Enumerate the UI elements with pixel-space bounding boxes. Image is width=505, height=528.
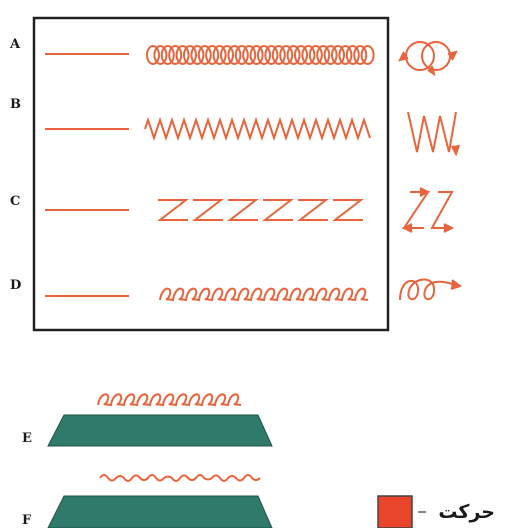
open-loops-pattern xyxy=(159,287,369,302)
board-e xyxy=(47,414,273,447)
board-f-wave-pattern xyxy=(99,474,261,482)
board-f xyxy=(47,495,273,528)
row-label-c: C xyxy=(10,194,20,209)
board-f-wave-line xyxy=(99,474,261,482)
z-motion-icon xyxy=(401,187,455,233)
row-label-e: E xyxy=(22,431,32,446)
patterns-frame xyxy=(32,16,390,332)
row-label-b: B xyxy=(10,97,21,112)
z-steps-pattern xyxy=(157,199,364,221)
legend-swatch xyxy=(377,495,413,528)
open-loops-line xyxy=(159,287,369,302)
loop-motion-icon xyxy=(399,278,463,301)
legend-label: حرکت xyxy=(438,501,495,523)
z-steps-line xyxy=(157,199,364,221)
zigzag-motion-icon xyxy=(407,111,460,157)
zigzag-line xyxy=(144,116,371,142)
tight-loops-line xyxy=(146,45,375,65)
circular-motion-icon xyxy=(398,41,458,77)
board-e-loops-line xyxy=(97,393,242,407)
row-label-a: A xyxy=(9,37,21,52)
zigzag-pattern xyxy=(144,116,371,142)
tight-loops-pattern xyxy=(146,45,375,65)
row-label-f: F xyxy=(22,513,32,528)
board-e-loops-pattern xyxy=(97,393,242,407)
row-label-d: D xyxy=(10,278,21,293)
